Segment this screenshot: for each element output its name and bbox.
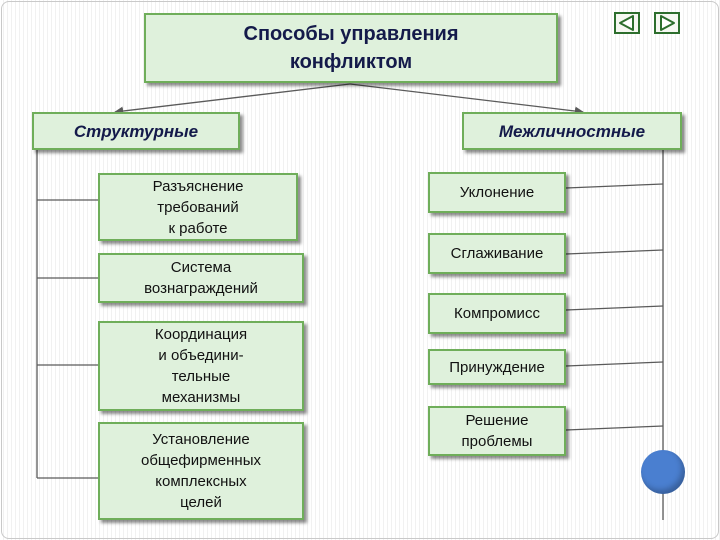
decorative-circle	[641, 450, 685, 494]
structural-method-1: Разъяснение требований к работе	[98, 173, 298, 241]
diagram-title: Способы управления конфликтом	[144, 13, 558, 83]
structural-method-4: Установление общефирменных комплексных ц…	[98, 422, 304, 520]
interpersonal-method-5: Решение проблемы	[428, 406, 566, 456]
interpersonal-method-3: Компромисс	[428, 293, 566, 334]
interpersonal-method-1: Уклонение	[428, 172, 566, 213]
interpersonal-connector-5	[565, 425, 664, 431]
previous-slide-button[interactable]	[614, 12, 640, 34]
arrow-to-interpersonal	[349, 83, 584, 116]
triangle-left-icon	[619, 15, 634, 31]
structural-method-3: Координация и объедини- тельные механизм…	[98, 321, 304, 411]
category-interpersonal: Межличностные	[462, 112, 682, 150]
interpersonal-connector-4	[565, 361, 664, 367]
interpersonal-connector-3	[565, 305, 664, 311]
interpersonal-connector-1	[565, 183, 664, 189]
category-structural: Структурные	[32, 112, 240, 150]
structural-method-2: Система вознаграждений	[98, 253, 304, 303]
interpersonal-connector-2	[565, 249, 664, 255]
triangle-right-icon	[660, 15, 675, 31]
interpersonal-method-4: Принуждение	[428, 349, 566, 385]
arrow-to-structural	[114, 83, 351, 116]
interpersonal-method-2: Сглаживание	[428, 233, 566, 274]
next-slide-button[interactable]	[654, 12, 680, 34]
